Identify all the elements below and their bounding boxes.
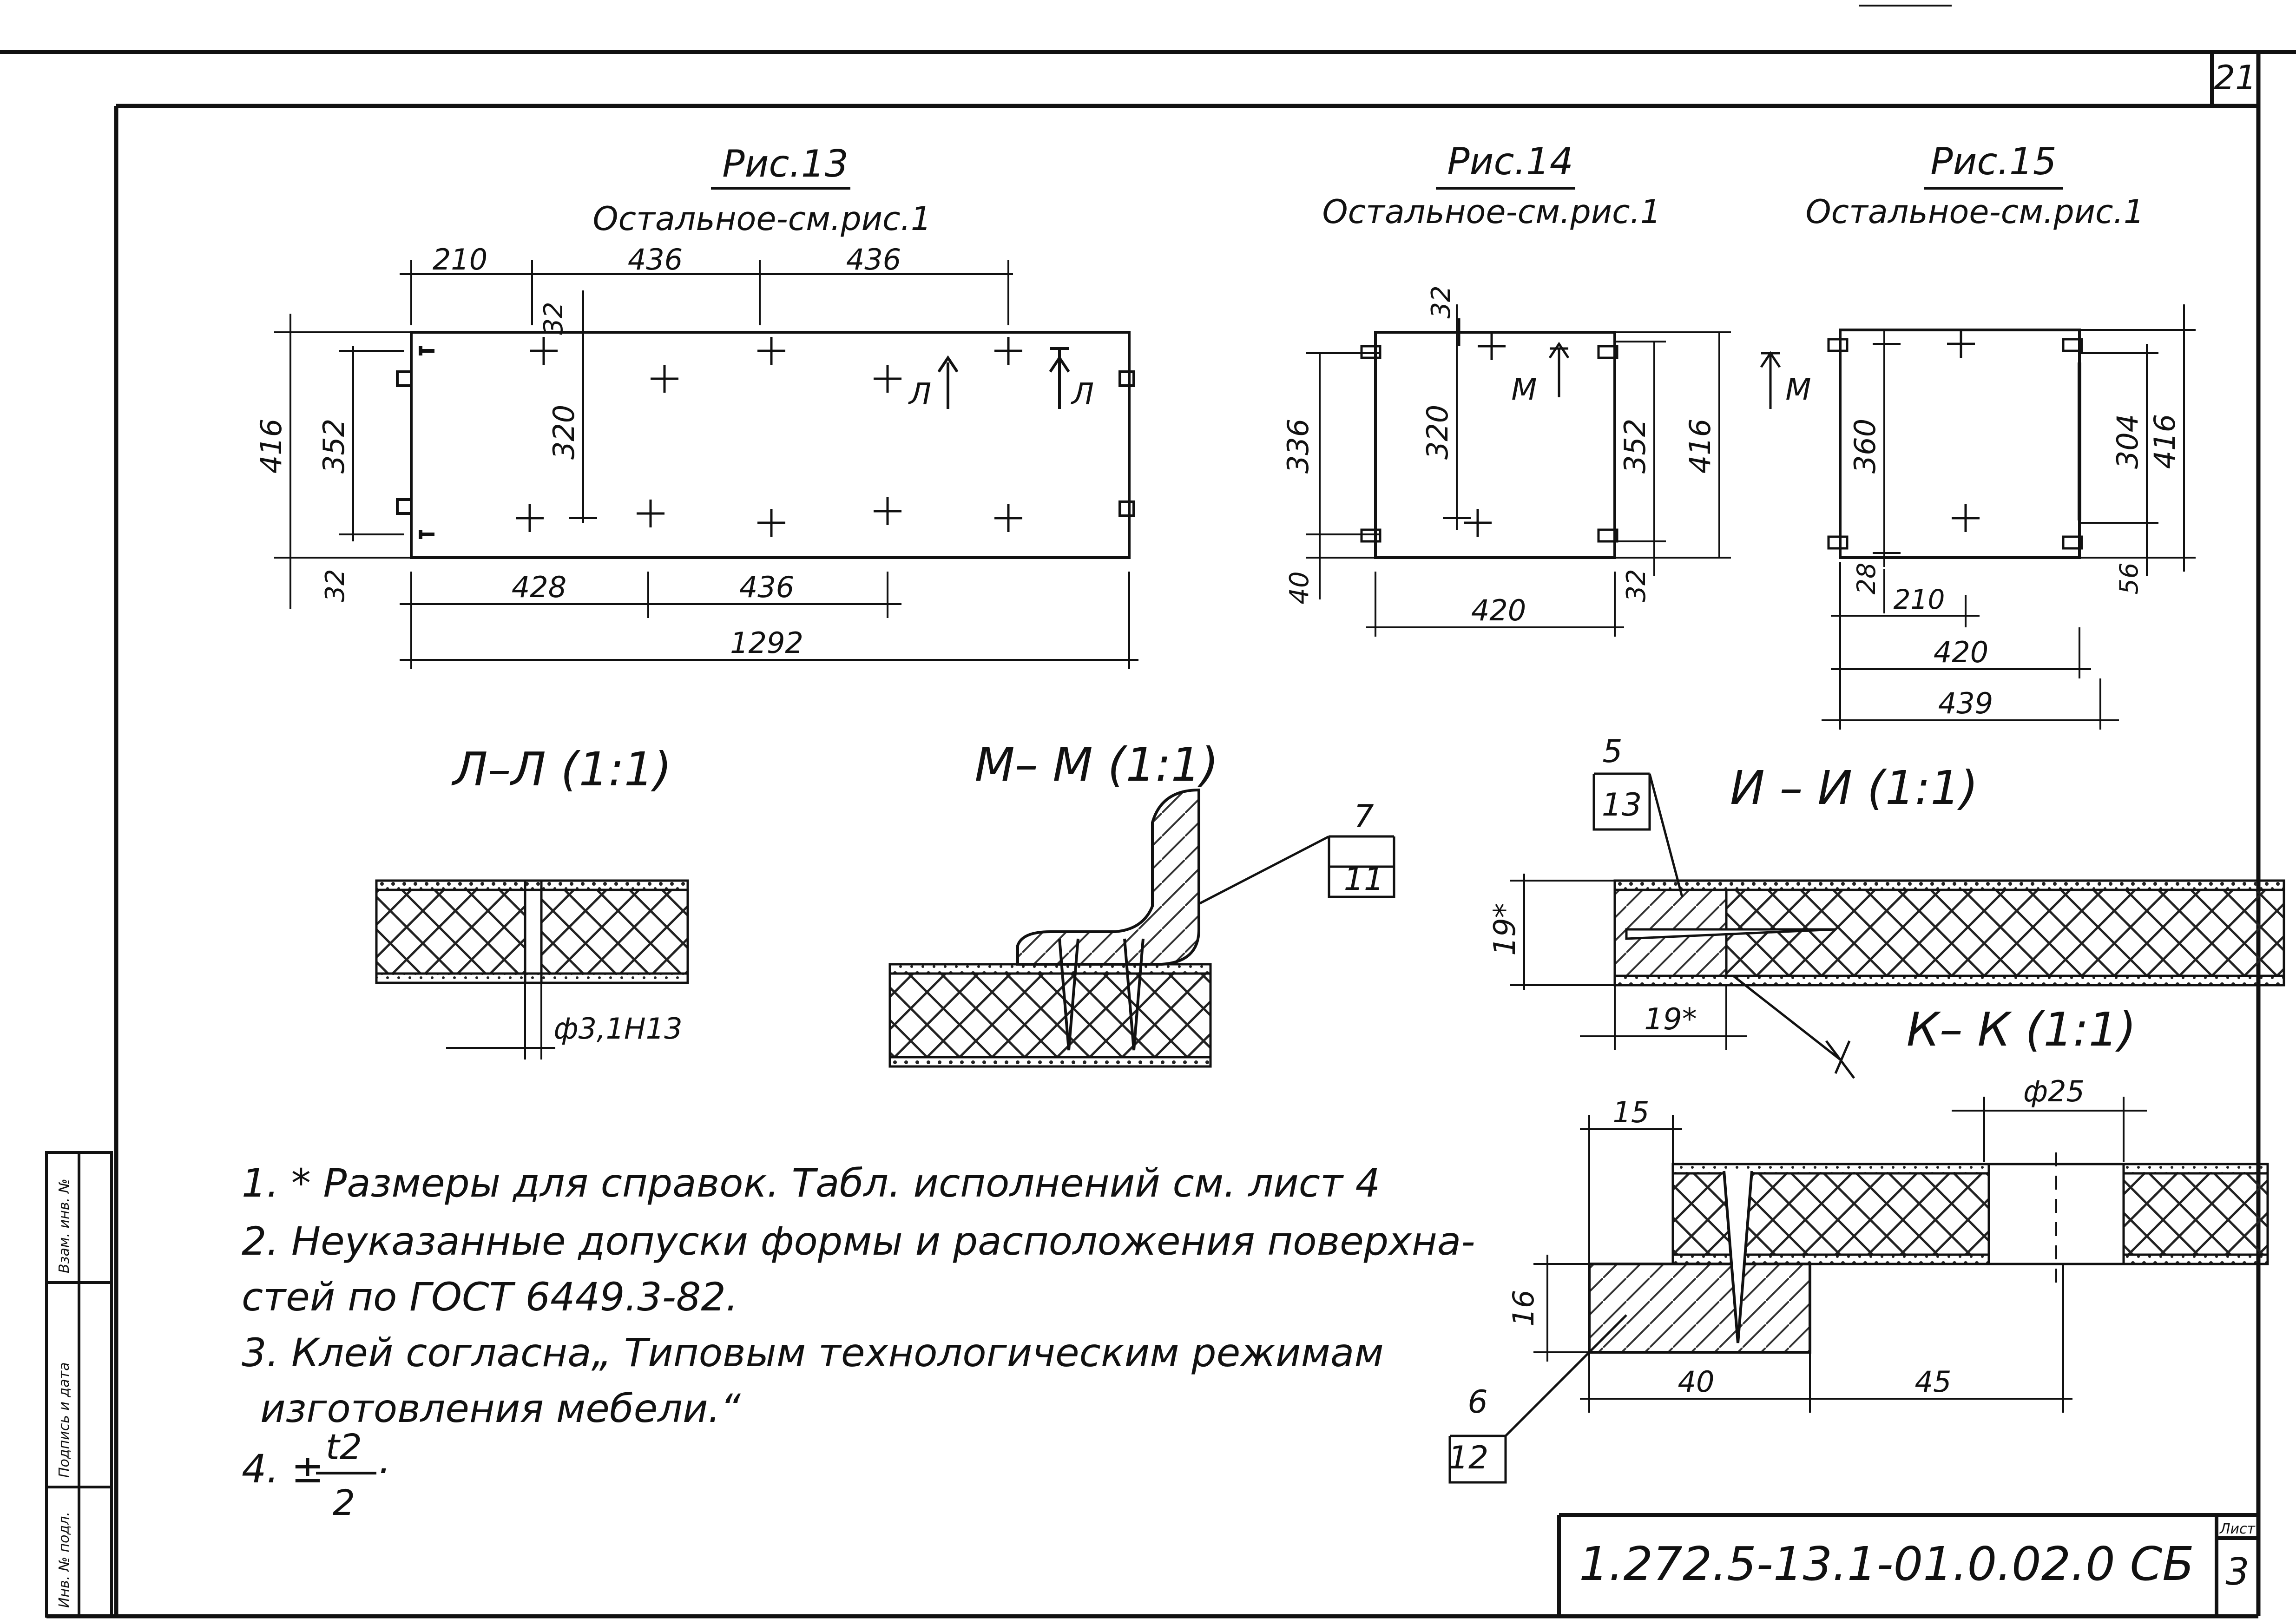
section-MM-callout-top: 7: [1354, 798, 1374, 835]
fig13-dim-320: 320: [547, 405, 581, 460]
fig15-dim-304: 304: [2111, 414, 2145, 469]
fig13-dim-436c: 436: [739, 570, 794, 604]
fig14-dim-40: 40: [1284, 571, 1315, 604]
title-stamp: [1557, 1513, 2258, 1616]
fig13-dim-32left: 32: [320, 569, 350, 602]
stamp-doc-number: 1.272.5-13.1-01.0.02.0 СБ: [1579, 1537, 2194, 1591]
fig15-dim-360: 360: [1848, 419, 1882, 474]
figure-13: Рис.13 Остальное-см.рис.1: [254, 142, 1138, 669]
fig15-dim-416: 416: [2148, 414, 2182, 469]
note-4-period: .: [379, 1437, 391, 1482]
fig15-title: Рис.15: [1930, 140, 2056, 183]
fig13-dim-32top: 32: [539, 302, 569, 335]
fig14-dim-420: 420: [1471, 593, 1526, 627]
section-MM-title: М– М (1:1): [974, 737, 1218, 792]
section-KK-callout-bottom: 12: [1448, 1440, 1489, 1476]
section-II-callout-bottom: 13: [1602, 787, 1642, 823]
section-LL-title: Л–Л (1:1): [451, 742, 671, 796]
section-KK-dim-15: 15: [1613, 1095, 1650, 1129]
section-KK-callout-top: 6: [1467, 1384, 1487, 1421]
fig15-dim-420: 420: [1934, 635, 1988, 669]
side-label-signature: Подпись и дата: [56, 1362, 72, 1478]
section-II-dim-v: 19*: [1488, 903, 1522, 955]
notes-block: 1. * Размеры для справок. Табл. исполнен…: [242, 1160, 1475, 1523]
fig13-dim-1292: 1292: [730, 626, 803, 660]
fig15-dim-439: 439: [1938, 686, 1993, 720]
fig15-dim-56: 56: [2114, 563, 2144, 595]
fig14-section-mark-left: М: [1511, 373, 1537, 407]
section-KK-dim-40: 40: [1678, 1365, 1715, 1399]
sheet-frame: [0, 5, 2296, 1619]
section-II: И – И (1:1) 19* 19* 5 13: [1488, 733, 2285, 1079]
fig13-subtitle: Остальное-см.рис.1: [593, 200, 932, 238]
note-1: 1. * Размеры для справок. Табл. исполнен…: [242, 1160, 1380, 1206]
fig15-panel: [1827, 329, 2083, 559]
note-3: 3. Клей согласна„ Типовым технологически…: [242, 1330, 1384, 1375]
figure-14: Рис.14 Остальное-см.рис.1 32 336 320 352…: [1281, 140, 1811, 637]
note-2: 2. Неуказанные допуски формы и расположе…: [242, 1218, 1475, 1264]
fig14-dim-32b: 32: [1621, 569, 1651, 602]
fig15-dimensions: [1822, 304, 2196, 730]
fig13-dim-210: 210: [433, 243, 487, 276]
section-LL-hole-label: ф3,1Н13: [553, 1012, 682, 1046]
fig13-panel: [396, 331, 1135, 559]
side-label-replacement: Взам. инв. №: [56, 1178, 72, 1273]
section-LL: Л–Л (1:1) ф3,1Н13: [375, 742, 689, 1060]
fig14-subtitle: Остальное-см.рис.1: [1322, 193, 1661, 231]
fig14-section-mark-right: М: [1785, 373, 1811, 407]
fig13-title: Рис.13: [722, 142, 848, 185]
fig13-dimensions: [274, 260, 1138, 669]
fig13-dim-352: 352: [317, 419, 351, 474]
section-KK-title: К– К (1:1): [1907, 1002, 2137, 1057]
fig13-dim-436b: 436: [846, 243, 901, 276]
fig13-dim-416: 416: [254, 419, 288, 474]
stamp-sheet-label: Лист: [2219, 1521, 2256, 1537]
note-4-numerator: t2: [326, 1426, 362, 1468]
fig14-dim-352: 352: [1618, 419, 1652, 474]
section-KK-dim-25: ф25: [2023, 1074, 2085, 1108]
fig14-dim-320: 320: [1421, 405, 1454, 460]
note-4-denominator: 2: [333, 1482, 355, 1523]
fig15-subtitle: Остальное-см.рис.1: [1806, 193, 2145, 231]
fig14-dim-336: 336: [1281, 419, 1315, 474]
figure-15: Рис.15 Остальное-см.рис.1 360 304 416 28…: [1806, 140, 2196, 730]
section-KK: К– К (1:1) 15 ф25 16 40 45 6 12: [1448, 1002, 2269, 1484]
fig13-section-mark-right: Л: [1071, 377, 1094, 412]
fig14-dim-32: 32: [1426, 285, 1456, 318]
fig15-dim-210: 210: [1894, 584, 1945, 615]
fig15-dim-28: 28: [1852, 563, 1881, 595]
fig14-dimensions: [1306, 304, 1731, 637]
side-label-original: Инв. № подл.: [56, 1512, 72, 1608]
page-number: 21: [2214, 58, 2257, 97]
fig13-section-mark-left: Л: [908, 377, 931, 412]
section-MM: М– М (1:1) 7 11: [888, 737, 1395, 1068]
fig14-dim-416: 416: [1683, 419, 1717, 474]
section-MM-callout-bottom: 11: [1344, 861, 1384, 898]
note-4: 4. ±: [242, 1446, 324, 1492]
side-stamp: [45, 1151, 113, 1618]
stamp-sheet-number: 3: [2226, 1550, 2250, 1593]
note-2-cont: стей по ГОСТ 6449.3-82.: [242, 1274, 738, 1320]
fig13-dim-436a: 436: [628, 243, 683, 276]
section-KK-dim-45: 45: [1915, 1365, 1952, 1399]
section-II-title: И – И (1:1): [1730, 761, 1978, 815]
section-KK-dim-16: 16: [1507, 1290, 1540, 1327]
section-II-callout-top: 5: [1602, 733, 1622, 770]
section-II-dim-h: 19*: [1644, 1002, 1697, 1037]
fig13-dim-428: 428: [512, 570, 566, 604]
fig14-title: Рис.14: [1447, 140, 1573, 183]
note-3-cont: изготовления мебели.“: [260, 1386, 741, 1431]
